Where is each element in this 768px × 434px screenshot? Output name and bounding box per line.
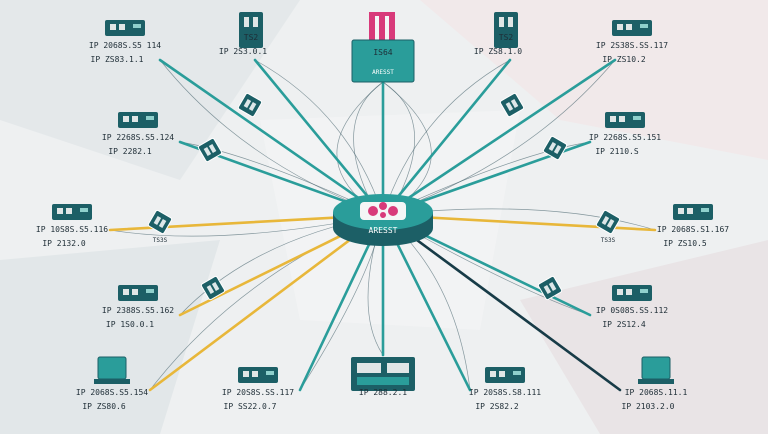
node-ip-label: IP 2268S.S5.124: [102, 133, 174, 142]
router-icon: [605, 112, 645, 128]
router-icon: [118, 112, 158, 128]
switch-icon[interactable]: [542, 135, 568, 161]
switch-icon[interactable]: [200, 275, 226, 301]
network-node[interactable]: IP 20S8S.S8.111 IP 2S82.2: [469, 367, 541, 411]
network-node[interactable]: IP 2268S.S5.124 IP 2282.1: [102, 112, 174, 156]
router-icon: [612, 20, 652, 36]
server-tower-icon: [239, 12, 263, 48]
switch-icon[interactable]: [197, 137, 223, 163]
network-node[interactable]: TS2 IP 2S3.0.1: [219, 12, 267, 56]
hub-logo-icon: [360, 202, 406, 220]
node-ip-label: IP 2S38S.SS.117: [596, 41, 668, 50]
network-node[interactable]: IP 2068S.S5.154 IP ZS80.6: [76, 356, 148, 411]
node-ip-label: IP 2068S.11.1: [625, 388, 688, 397]
switch-label: TS3S: [153, 237, 168, 244]
top-server-panel-text: ARESST: [372, 69, 394, 76]
node-sub-label: IP 2S3.0.1: [219, 47, 267, 56]
network-node[interactable]: IP 2388S.S5.162 IP 1S0.0.1: [102, 285, 174, 329]
switch-icon[interactable]: [537, 275, 563, 301]
node-ip-label: IP 0S08S.SS.112: [596, 306, 668, 315]
network-node[interactable]: IP 0S08S.SS.112 IP 2S12.4: [596, 285, 668, 329]
monitor-icon: [638, 356, 674, 384]
node-sub-label: IP ZS83.1.1: [91, 55, 144, 64]
monitor-icon: [94, 356, 130, 384]
router-icon: [118, 285, 158, 301]
node-ip-label: IP 20S8S.SS.117: [222, 388, 294, 397]
rack-server-icon: [351, 357, 415, 391]
switch-label: TS3S: [601, 237, 616, 244]
node-sub-label: IP 2132.0: [42, 239, 86, 248]
node-ip-label: IP 2068S.S1.167: [657, 225, 729, 234]
router-icon: [238, 367, 278, 383]
node-ip-label: TS2: [499, 33, 514, 42]
central-hub[interactable]: ARESST: [333, 194, 433, 246]
hub-label: ARESST: [369, 226, 398, 235]
router-icon: [612, 285, 652, 301]
router-icon: [673, 204, 713, 220]
node-sub-label: IP ZS10.5: [663, 239, 707, 248]
router-icon: [105, 20, 145, 36]
node-sub-label: IP 2103.2.0: [622, 402, 675, 411]
network-node[interactable]: IP 2S38S.SS.117 IP ZS10.2: [596, 20, 668, 64]
node-sub-label: IP 2S12.4: [602, 320, 646, 329]
node-ip-label: IP 10S8S.S5.116: [36, 225, 108, 234]
switches: TS3S TS3S: [147, 92, 621, 301]
node-ip-label: IP 2388S.S5.162: [102, 306, 174, 315]
network-node[interactable]: IP 2068S.S5 114 IP ZS83.1.1: [89, 20, 161, 64]
switch-icon[interactable]: [499, 92, 525, 118]
network-node[interactable]: IP 288.2.1: [351, 357, 415, 397]
router-icon: [52, 204, 92, 220]
node-sub-label: IP SS22.0.7: [224, 402, 277, 411]
router-icon: [485, 367, 525, 383]
switch-icon[interactable]: [237, 92, 263, 118]
switch-icon[interactable]: TS3S: [595, 209, 621, 244]
node-sub-label: IP 2282.1: [108, 147, 152, 156]
network-node[interactable]: IP 2268S.S5.151 IP 2110.S: [589, 112, 661, 156]
network-node[interactable]: IP 10S8S.S5.116 IP 2132.0: [36, 204, 108, 248]
node-sub-label: IP 1S0.0.1: [106, 320, 154, 329]
node-sub-label: IP 2S82.2: [475, 402, 519, 411]
switch-icon[interactable]: TS3S: [147, 209, 173, 244]
network-node[interactable]: IP 2068S.11.1 IP 2103.2.0: [622, 356, 688, 411]
node-ip-label: IP 288.2.1: [359, 388, 407, 397]
node-sub-label: IP ZS10.2: [602, 55, 646, 64]
node-ip-label: IP 2268S.S5.151: [589, 133, 661, 142]
top-server[interactable]: IS64 ARESST: [351, 12, 415, 83]
network-node[interactable]: TS2 IP ZS8.1.0: [474, 12, 522, 56]
top-server-label: IS64: [373, 48, 392, 57]
node-sub-label: IP ZS80.6: [82, 402, 126, 411]
node-ip-label: IP 20S8S.S8.111: [469, 388, 541, 397]
server-tower-icon: [494, 12, 518, 48]
network-node[interactable]: IP 20S8S.SS.117 IP SS22.0.7: [222, 367, 294, 411]
node-ip-label: TS2: [244, 33, 259, 42]
node-sub-label: IP ZS8.1.0: [474, 47, 522, 56]
node-ip-label: IP 2068S.S5.154: [76, 388, 148, 397]
network-node[interactable]: IP 2068S.S1.167 IP ZS10.5: [657, 204, 729, 248]
node-sub-label: IP 2110.S: [595, 147, 639, 156]
node-ip-label: IP 2068S.S5 114: [89, 41, 161, 50]
